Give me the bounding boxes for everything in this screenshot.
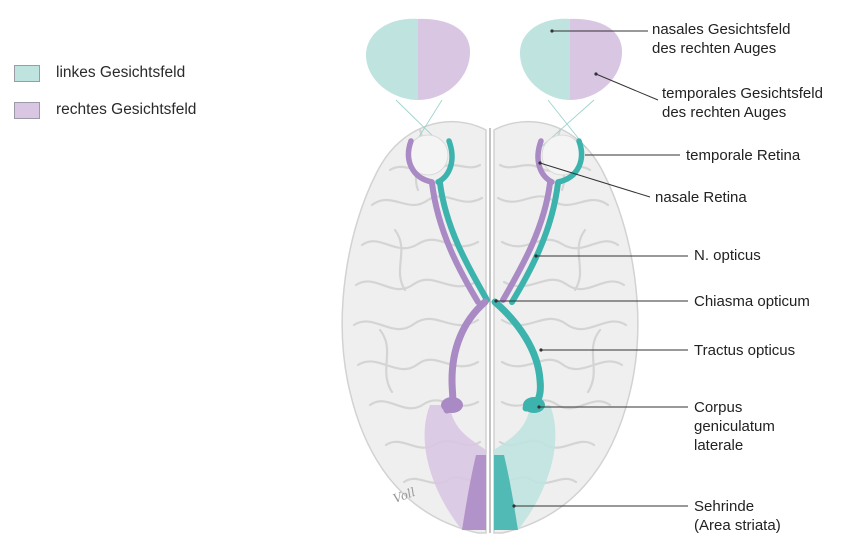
legend-swatch-teal [14, 65, 40, 82]
left-eye-visual-field [366, 19, 470, 100]
label-nasal-visual-field: nasales Gesichtsfeld des rechten Auges [652, 20, 790, 58]
label-temporal-retina: temporale Retina [686, 146, 800, 165]
legend: linkes Gesichtsfeld rechtes Gesichtsfeld [14, 62, 196, 136]
label-line: nasales Gesichtsfeld [652, 20, 790, 39]
label-line: des rechten Auges [652, 39, 790, 58]
legend-label-left-field: linkes Gesichtsfeld [56, 64, 185, 82]
label-line: Corpus [694, 398, 775, 417]
left-lgn [441, 397, 463, 413]
label-line: des rechten Auges [662, 103, 823, 122]
label-line: laterale [694, 436, 775, 455]
label-nasal-retina: nasale Retina [655, 188, 747, 207]
right-lgn [523, 397, 545, 413]
label-visual-cortex: Sehrinde (Area striata) [694, 497, 781, 535]
label-optic-nerve: N. opticus [694, 246, 761, 265]
label-optic-chiasm: Chiasma opticum [694, 292, 810, 311]
legend-swatch-violet [14, 102, 40, 119]
legend-item-right-field: rechtes Gesichtsfeld [14, 99, 196, 121]
label-optic-tract: Tractus opticus [694, 341, 795, 360]
left-field-violet [418, 19, 470, 100]
label-line: geniculatum [694, 417, 775, 436]
label-line: Sehrinde [694, 497, 781, 516]
label-temporal-visual-field: temporales Gesichtsfeld des rechten Auge… [662, 84, 823, 122]
label-lateral-geniculate: Corpus geniculatum laterale [694, 398, 775, 455]
brain-illustration [342, 122, 638, 533]
left-field-teal [366, 19, 418, 100]
label-line: temporales Gesichtsfeld [662, 84, 823, 103]
label-line: (Area striata) [694, 516, 781, 535]
legend-label-right-field: rechtes Gesichtsfeld [56, 101, 196, 119]
legend-item-left-field: linkes Gesichtsfeld [14, 62, 196, 84]
